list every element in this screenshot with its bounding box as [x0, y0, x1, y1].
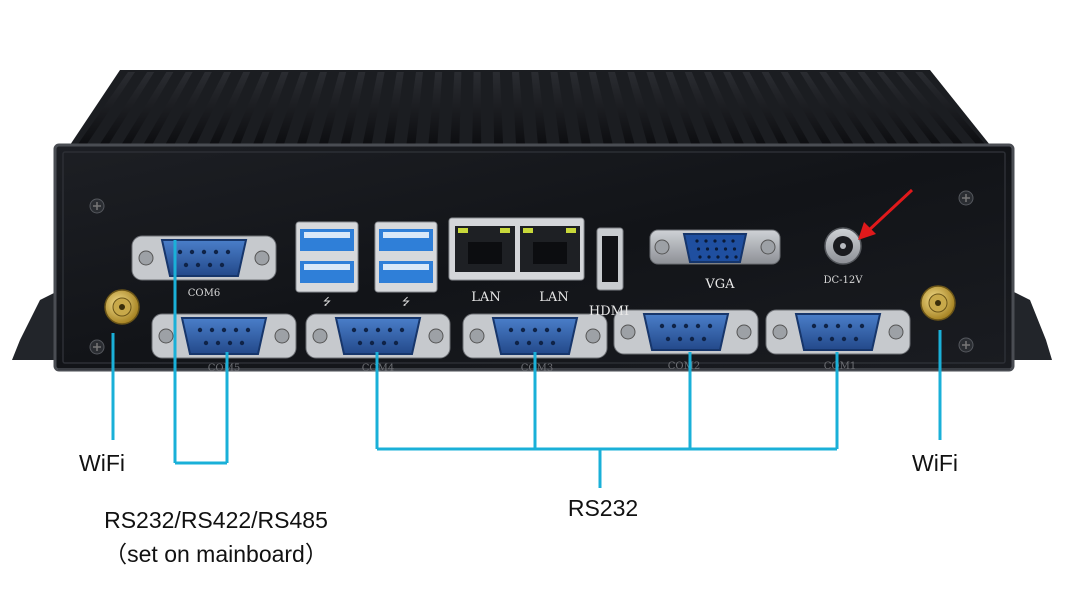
heatsink-fin [684, 72, 723, 144]
rs-multi-callout-line1: RS232/RS422/RS485 [104, 507, 328, 533]
heatsink-fin [665, 72, 701, 144]
power-arrow-icon [858, 188, 914, 240]
heatsink-fin [723, 72, 766, 144]
heatsink-fin [472, 72, 482, 144]
com3-port [462, 313, 608, 359]
usb-icon: ⭍ [402, 296, 410, 308]
vga-port [649, 229, 781, 265]
heatsink-fin [876, 72, 942, 144]
heatsink-fin [406, 72, 423, 144]
panel-screws [89, 190, 974, 355]
heatsink-fin [588, 72, 613, 144]
heatsink-fin [450, 72, 462, 144]
screw-icon [89, 339, 105, 355]
heatsink-fin [143, 72, 193, 144]
serial-ports [131, 235, 911, 359]
rs232-callout: RS232 [568, 495, 638, 521]
heatsink-fin [253, 72, 289, 144]
heatsink-fin [608, 72, 635, 144]
heatsink-fin [121, 72, 174, 144]
heatsink-fin [99, 72, 155, 144]
heatsink-fin [569, 72, 591, 144]
heatsink-fin [838, 72, 898, 144]
wifi-antenna-connector-right [920, 285, 956, 321]
mount-bracket-right [1010, 290, 1052, 360]
wifi-antenna-connector-left [104, 289, 140, 325]
heatsink-fin [384, 72, 404, 144]
heatsink-fin [915, 72, 985, 144]
lan-label-2: LAN [539, 290, 568, 305]
vga-label: VGA [704, 277, 735, 292]
dc-label: DC-12V [824, 275, 864, 286]
heatsink-fin [531, 72, 547, 144]
com1-port [765, 309, 911, 355]
dc-power-jack [824, 227, 862, 265]
com4-port [305, 313, 451, 359]
heatsink-fin [550, 72, 569, 144]
heatsink-fin [318, 72, 347, 144]
com1-label: COM1 [824, 361, 856, 372]
heatsink-fin [362, 72, 385, 144]
heatsink-fin [857, 72, 920, 144]
heatsink-fin [209, 72, 251, 144]
lan-label-1: LAN [471, 290, 500, 305]
heatsink-fin [627, 72, 657, 144]
heatsink-fin [275, 72, 308, 144]
wifi-left-callout: WiFi [79, 450, 125, 476]
com6-label: COM6 [188, 288, 220, 299]
heatsink-fin [492, 72, 504, 144]
heatsink-fin [512, 72, 525, 144]
usb-port-stack-left: ⭍ [295, 221, 359, 308]
usb-icon: ⭍ [323, 296, 331, 308]
lan-port-1 [455, 226, 515, 272]
com3-label: COM3 [521, 363, 553, 374]
screw-icon [958, 337, 974, 353]
heatsink-fin [742, 72, 788, 144]
wifi-right-callout: WiFi [912, 450, 958, 476]
heatsink-fin [187, 72, 231, 144]
usb-ports: ⭍ ⭍ [295, 221, 438, 308]
heatsink-fin [231, 72, 270, 144]
heatsink-fin [78, 72, 135, 144]
heatsink-fin [800, 72, 854, 144]
heatsink-fin [780, 72, 832, 144]
heatsink-fin [646, 72, 679, 144]
hdmi-port [596, 227, 624, 291]
heatsink-fin [428, 72, 443, 144]
com6-port [131, 235, 277, 281]
heatsink-fin [896, 72, 963, 144]
callout-lines [111, 240, 942, 488]
com2-label: COM2 [668, 361, 700, 372]
heatsink-fin [340, 72, 366, 144]
heatsink-fin [165, 72, 212, 144]
screw-icon [958, 190, 974, 206]
heatsink-fin [819, 72, 876, 144]
usb-port-stack-right: ⭍ [374, 221, 438, 308]
heatsink-fin [297, 72, 327, 144]
screw-icon [89, 198, 105, 214]
heatsink-fin [704, 72, 744, 144]
hdmi-label: HDMI [589, 304, 629, 319]
heatsink-fin [761, 72, 810, 144]
mount-bracket-left [12, 290, 60, 360]
com2-port [613, 309, 759, 355]
lan-ports [448, 217, 585, 281]
com5-port [151, 313, 297, 359]
rs-multi-callout-line2: （set on mainboard） [104, 541, 328, 567]
heatsink-fins [70, 70, 990, 145]
com5-label: COM5 [208, 363, 240, 374]
lan-port-2 [520, 226, 580, 272]
